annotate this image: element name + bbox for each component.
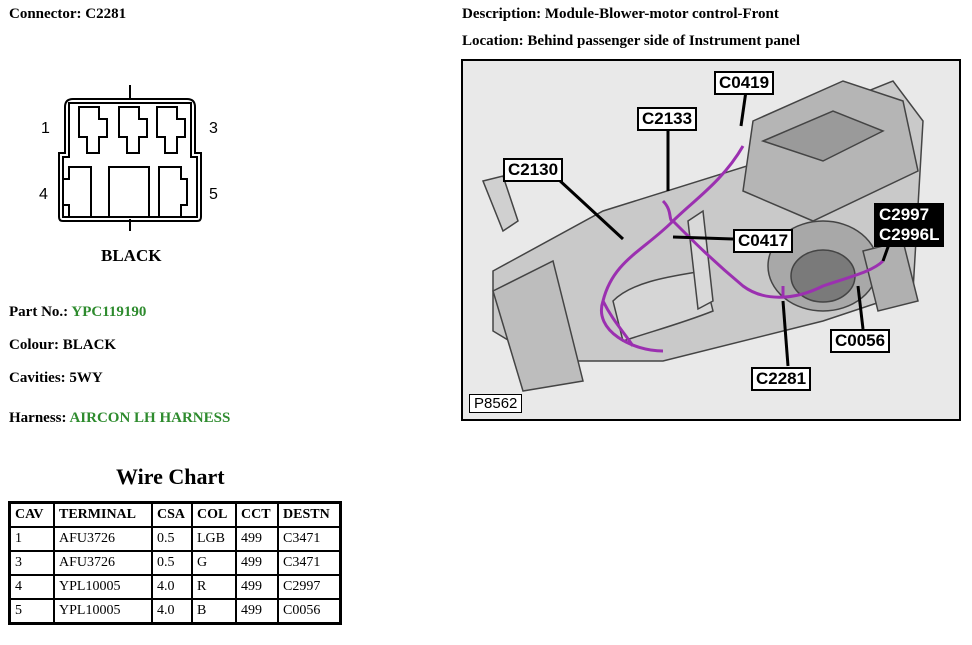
cell: 499 bbox=[235, 598, 279, 625]
leader-c2281 bbox=[781, 300, 790, 367]
vent-grille bbox=[760, 110, 885, 162]
callout-c2130: C2130 bbox=[503, 158, 564, 182]
location-label: Location: Behind passenger side of Instr… bbox=[462, 33, 801, 49]
cavity-2 bbox=[118, 106, 148, 154]
cell: 0.5 bbox=[151, 550, 193, 576]
table-row: 3 AFU3726 0.5 G 499 C3471 bbox=[8, 550, 342, 576]
cell: AFU3726 bbox=[53, 550, 153, 576]
col-destn: DESTN bbox=[277, 501, 342, 528]
housing-outline bbox=[58, 98, 202, 222]
part-no-label: Part No.: bbox=[9, 304, 69, 320]
table-row: 5 YPL10005 4.0 B 499 C0056 bbox=[8, 598, 342, 625]
col-col: COL bbox=[191, 501, 237, 528]
table-header-row: CAV TERMINAL CSA COL CCT DESTN bbox=[8, 501, 342, 528]
harness-wiring bbox=[599, 145, 885, 353]
col-cct: CCT bbox=[235, 501, 279, 528]
leader-c0056 bbox=[856, 285, 865, 330]
pin-label-1: 1 bbox=[41, 120, 50, 137]
cell: 0.5 bbox=[151, 526, 193, 552]
cavities-row: Cavities: 5WY bbox=[9, 370, 103, 387]
callout-c0417: C0417 bbox=[733, 229, 794, 253]
cavity-1 bbox=[78, 106, 108, 154]
callout-c2133: C2133 bbox=[637, 107, 698, 131]
table-row: 4 YPL10005 4.0 R 499 C2997 bbox=[8, 574, 342, 600]
cell: 499 bbox=[235, 574, 279, 600]
pin-label-4: 4 bbox=[39, 186, 48, 203]
callout-c0419: C0419 bbox=[714, 71, 775, 95]
cell: 499 bbox=[235, 526, 279, 552]
cell: 4 bbox=[8, 574, 55, 600]
colour-row: Colour: BLACK bbox=[9, 337, 116, 354]
cell: AFU3726 bbox=[53, 526, 153, 552]
callout-c2996l: C2996L bbox=[879, 225, 940, 244]
cell: G bbox=[191, 550, 237, 576]
description-label: Description: Module-Blower-motor control… bbox=[462, 6, 779, 22]
cavities-label: Cavities: bbox=[9, 370, 66, 386]
cell: LGB bbox=[191, 526, 237, 552]
cell: 3 bbox=[8, 550, 55, 576]
cell: 4.0 bbox=[151, 574, 193, 600]
callout-c0056: C0056 bbox=[830, 329, 891, 353]
cell: C0056 bbox=[277, 598, 342, 625]
leader-c2130 bbox=[556, 177, 625, 241]
part-no-value: YPC119190 bbox=[71, 304, 147, 320]
pin-label-3: 3 bbox=[209, 120, 218, 137]
leader-c0419 bbox=[739, 90, 748, 127]
cavity-4 bbox=[62, 166, 92, 218]
cell: C2997 bbox=[277, 574, 342, 600]
wire-chart-title: Wire Chart bbox=[116, 464, 225, 489]
heater-pipes bbox=[612, 270, 714, 342]
col-cav: CAV bbox=[8, 501, 55, 528]
drain-tube bbox=[481, 175, 519, 233]
cavity-center bbox=[108, 166, 150, 218]
cell: B bbox=[191, 598, 237, 625]
wire-chart-table: CAV TERMINAL CSA COL CCT DESTN 1 AFU3726… bbox=[8, 501, 342, 625]
connector-color-text: BLACK bbox=[101, 246, 162, 265]
harness-value: AIRCON LH HARNESS bbox=[69, 410, 231, 426]
cell: YPL10005 bbox=[53, 598, 153, 625]
cell: 499 bbox=[235, 550, 279, 576]
cavities-value: 5WY bbox=[69, 370, 103, 386]
col-csa: CSA bbox=[151, 501, 193, 528]
cell: 1 bbox=[8, 526, 55, 552]
pipe-vertical bbox=[687, 209, 714, 311]
location-illustration: C0419 C2133 C2130 C0417 C2997 C2996L C00… bbox=[461, 59, 961, 421]
col-terminal: TERMINAL bbox=[53, 501, 153, 528]
cell: C3471 bbox=[277, 550, 342, 576]
harness-label: Harness: bbox=[9, 410, 67, 426]
cell: YPL10005 bbox=[53, 574, 153, 600]
harness-row: Harness: AIRCON LH HARNESS bbox=[9, 410, 230, 427]
hvac-unit-drawing bbox=[481, 80, 924, 392]
connector-face-diagram bbox=[58, 85, 202, 231]
part-no-row: Part No.: YPC119190 bbox=[9, 304, 146, 321]
cell: R bbox=[191, 574, 237, 600]
connector-label: Connector: C2281 bbox=[9, 6, 127, 22]
housing-inner-outline bbox=[62, 102, 198, 218]
cell: C3471 bbox=[277, 526, 342, 552]
heater-case-left bbox=[492, 259, 584, 392]
callout-c2997: C2997 bbox=[879, 205, 930, 224]
leader-c0417 bbox=[672, 235, 734, 241]
cavity-3 bbox=[156, 106, 186, 154]
cell: 4.0 bbox=[151, 598, 193, 625]
cavity-5 bbox=[158, 166, 188, 218]
pin-label-5: 5 bbox=[209, 186, 218, 203]
colour-label: Colour: bbox=[9, 337, 59, 353]
cell: 5 bbox=[8, 598, 55, 625]
table-row: 1 AFU3726 0.5 LGB 499 C3471 bbox=[8, 526, 342, 552]
image-code: P8562 bbox=[469, 394, 523, 413]
colour-value: BLACK bbox=[62, 337, 117, 353]
callout-c2281: C2281 bbox=[751, 367, 812, 391]
callout-c2997-c2996l: C2997 C2996L bbox=[874, 203, 945, 247]
